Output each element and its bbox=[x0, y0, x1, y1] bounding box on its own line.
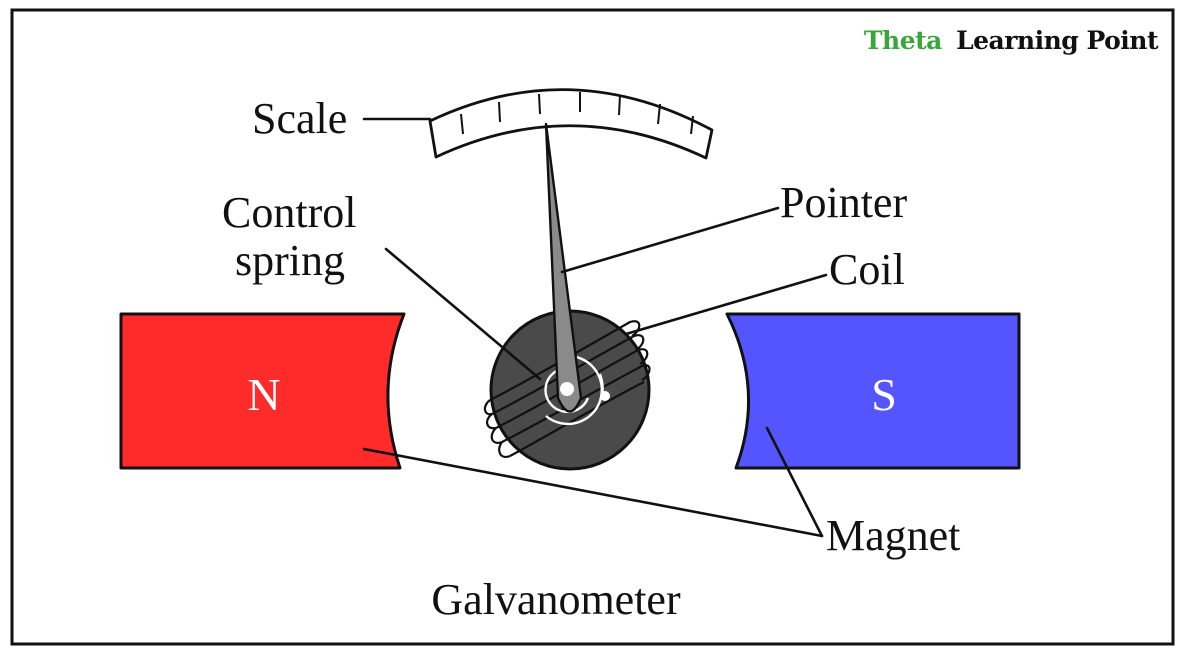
coil-winding bbox=[501, 364, 651, 443]
coil-label: Coil bbox=[829, 245, 905, 294]
coil-leader bbox=[624, 273, 828, 336]
magnet-leader-north bbox=[362, 447, 824, 538]
pivot bbox=[560, 382, 574, 396]
coil-winding-end bbox=[483, 399, 511, 458]
scale-ticks bbox=[460, 92, 694, 135]
pointer-leader bbox=[560, 206, 780, 274]
control-spring-label-line1: Control bbox=[222, 188, 356, 237]
control-spring-label-line2: spring bbox=[235, 236, 345, 285]
magnet-label: Magnet bbox=[826, 511, 960, 560]
scale-tick bbox=[460, 113, 464, 135]
spring-anchor bbox=[600, 391, 610, 401]
south-pole-label: S bbox=[871, 369, 897, 420]
scale-tick bbox=[538, 93, 541, 115]
scale-arc bbox=[428, 88, 714, 160]
scale-label: Scale bbox=[252, 94, 347, 143]
magnet-leader-south bbox=[765, 426, 824, 538]
pointer-needle bbox=[544, 122, 583, 413]
south-magnet-body bbox=[725, 312, 1021, 470]
pointer-label: Pointer bbox=[780, 178, 907, 227]
south-magnet: S bbox=[725, 312, 1021, 470]
scale-tick bbox=[618, 94, 621, 116]
coil-windings bbox=[483, 320, 651, 458]
north-pole-label: N bbox=[247, 369, 280, 420]
coil-winding bbox=[495, 348, 649, 429]
leader-lines bbox=[362, 117, 828, 538]
coil-winding bbox=[509, 381, 645, 457]
brand-logo-part2: Learning Point bbox=[956, 26, 1159, 55]
control-spring-leader bbox=[384, 247, 542, 381]
scale-tick bbox=[657, 103, 661, 125]
diagram-title: Galvanometer bbox=[431, 575, 681, 624]
coil-winding bbox=[489, 320, 641, 401]
scale-tick bbox=[690, 115, 694, 135]
spring-coil-inner bbox=[544, 366, 590, 414]
coil-assembly bbox=[483, 122, 651, 471]
spring-coil-outer bbox=[545, 354, 604, 426]
north-magnet: N bbox=[119, 312, 406, 470]
scale bbox=[428, 88, 714, 160]
brand-logo: Theta Learning Point bbox=[864, 26, 1159, 55]
north-magnet-body bbox=[119, 312, 406, 470]
scale-tick bbox=[498, 101, 501, 123]
brand-logo-part1: Theta bbox=[864, 26, 942, 55]
coil-winding bbox=[491, 334, 645, 415]
